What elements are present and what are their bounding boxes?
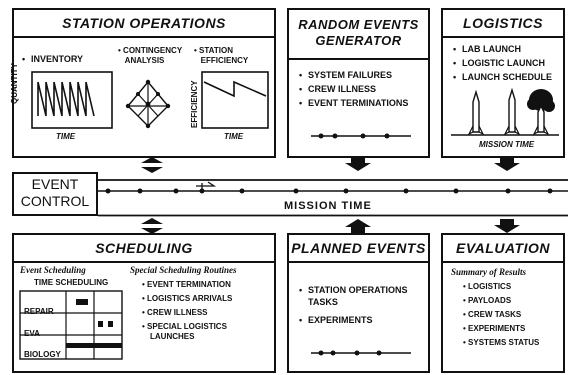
special-routine-item: • SPECIAL LOGISTICS <box>142 322 227 331</box>
time-scheduling-heading: TIME SCHEDULING <box>34 278 109 287</box>
event-control-box: EVENT CONTROL <box>12 172 98 216</box>
logistics-item: •LAB LAUNCH <box>453 44 521 54</box>
special-routines-heading: Special Scheduling Routines <box>130 265 237 275</box>
efficiency-time-label: TIME <box>224 132 244 141</box>
efficiency-axis-label: EFFICIENCY <box>190 80 199 128</box>
event-control-baseline <box>98 214 568 217</box>
logistics-box: LOGISTICS •LAB LAUNCH •LOGISTIC LAUNCH •… <box>441 8 565 158</box>
evaluation-item: • SYSTEMS STATUS <box>463 338 540 347</box>
random-event-item: •SYSTEM FAILURES <box>299 70 393 80</box>
scheduling-double-arrow <box>141 218 163 234</box>
summary-of-results-heading: Summary of Results <box>451 267 527 277</box>
event-control-timeline <box>98 179 568 194</box>
inventory-sawtooth-chart <box>31 71 113 129</box>
planned-event-item: •STATION OPERATIONS <box>299 285 408 295</box>
scheduling-box: SCHEDULING Event Scheduling TIME SCHEDUL… <box>12 233 276 373</box>
evaluation-item: • CREW TASKS <box>463 310 522 319</box>
evaluation-item: • PAYLOADS <box>463 296 512 305</box>
rocket-launch-illustration <box>451 87 559 136</box>
mission-time-caption: MISSION TIME <box>479 140 535 149</box>
random-events-down-arrow <box>345 157 371 171</box>
evaluation-title: EVALUATION <box>443 235 563 263</box>
evaluation-box: EVALUATION Summary of Results • LOGISTIC… <box>441 233 565 373</box>
inventory-time-label: TIME <box>56 132 76 141</box>
logistics-down-arrow <box>494 157 520 171</box>
station-operations-title: STATION OPERATIONS <box>14 10 274 38</box>
event-control-label-line2: CONTROL <box>20 193 90 209</box>
contingency-analysis-label: • CONTINGENCY ANALYSIS <box>118 46 183 65</box>
schedule-row-label: EVA <box>24 329 40 338</box>
planned-event-item: •EXPERIMENTS <box>299 315 373 325</box>
efficiency-chart <box>201 71 269 129</box>
planned-events-title: PLANNED EVENTS <box>289 235 428 263</box>
event-control-label-line1: EVENT <box>31 176 79 192</box>
special-routine-item-cont: LAUNCHES <box>150 332 195 341</box>
mission-time-axis-label: MISSION TIME <box>284 200 372 212</box>
special-routine-item: • EVENT TERMINATION <box>142 280 231 289</box>
random-event-item: •CREW ILLNESS <box>299 84 377 94</box>
schedule-row-label: REPAIR <box>24 307 54 316</box>
contingency-network-icon <box>125 79 171 129</box>
planned-events-box: PLANNED EVENTS •STATION OPERATIONS TASKS… <box>287 233 430 373</box>
random-events-timeline <box>311 133 411 139</box>
evaluation-item: • LOGISTICS <box>463 282 512 291</box>
logistics-item: •LOGISTIC LAUNCH <box>453 58 545 68</box>
station-ops-double-arrow <box>141 157 163 173</box>
random-event-item: •EVENT TERMINATIONS <box>299 98 409 108</box>
planned-events-timeline <box>311 350 411 356</box>
planned-events-up-arrow <box>345 219 371 233</box>
inventory-label: •INVENTORY <box>22 54 84 64</box>
scheduling-title: SCHEDULING <box>14 235 274 263</box>
time-scheduling-grid <box>19 290 123 360</box>
planned-event-item-cont: TASKS <box>308 297 338 307</box>
quantity-axis-label: QUANTITY <box>10 63 19 104</box>
evaluation-down-arrow <box>494 219 520 233</box>
event-scheduling-heading: Event Scheduling <box>20 265 86 275</box>
evaluation-item: • EXPERIMENTS <box>463 324 526 333</box>
schedule-row-label: BIOLOGY <box>24 350 61 359</box>
station-efficiency-label: • STATION EFFICIENCY <box>194 46 249 65</box>
logistics-title: LOGISTICS <box>443 10 563 38</box>
special-routine-item: • CREW ILLNESS <box>142 308 208 317</box>
logistics-item: •LAUNCH SCHEDULE <box>453 72 552 82</box>
station-operations-box: STATION OPERATIONS •INVENTORY • CONTINGE… <box>10 8 276 158</box>
special-routine-item: • LOGISTICS ARRIVALS <box>142 294 233 303</box>
